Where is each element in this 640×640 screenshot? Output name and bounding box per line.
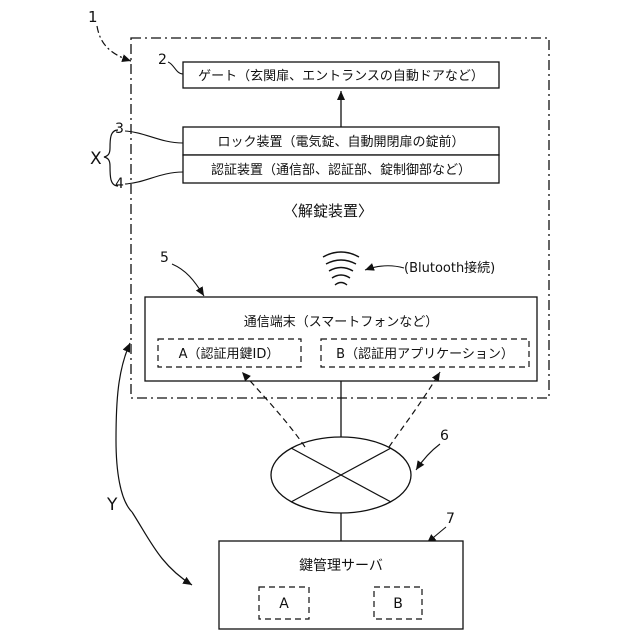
- ref-2-leader: [168, 62, 183, 74]
- bluetooth-leader: [365, 266, 404, 270]
- bluetooth-label: (Blutooth接続): [404, 260, 495, 276]
- terminal-item-a-label: A（認証用鍵ID）: [179, 346, 280, 362]
- download-arrow-b: [389, 372, 440, 447]
- ref-5-leader: [172, 264, 204, 296]
- ref-5-label: 5: [160, 250, 169, 266]
- ref-3-label: 3: [115, 121, 124, 137]
- ref-4-label: 4: [115, 176, 124, 192]
- group-y-label: Y: [106, 495, 118, 515]
- group-x-label: X: [90, 149, 102, 169]
- server-item-b-label: B: [393, 596, 403, 612]
- ref-1-leader: [97, 26, 131, 61]
- ref-2-label: 2: [158, 52, 167, 68]
- auth-device-label: 認証装置（通信部、認証部、錠制御部など）: [211, 162, 471, 178]
- gate-label: ゲート（玄関扉、エントランスの自動ドアなど）: [198, 68, 484, 84]
- key-server-box: [219, 541, 463, 629]
- lock-device-label: ロック装置（電気錠、自動開閉扉の錠前）: [217, 134, 464, 150]
- ref-6-leader: [416, 444, 440, 470]
- ref-4-leader: [125, 172, 183, 184]
- download-arrow-a: [242, 372, 305, 447]
- ref-3-leader: [125, 131, 183, 143]
- ref-7-label: 7: [446, 511, 455, 527]
- group-y-curve-down: [132, 512, 192, 585]
- key-server-label: 鍵管理サーバ: [299, 558, 383, 574]
- group-y-curve-up: [116, 343, 132, 512]
- unlock-device-caption: 〈解錠装置〉: [283, 202, 373, 220]
- server-item-a-label: A: [279, 596, 289, 612]
- terminal-label: 通信端末（スマートフォンなど）: [244, 315, 439, 330]
- ref-1-label: 1: [88, 8, 98, 26]
- terminal-item-b-label: B（認証用アプリケーション）: [336, 346, 514, 362]
- wireless-signal-icon: [323, 252, 359, 285]
- ref-6-label: 6: [440, 428, 449, 444]
